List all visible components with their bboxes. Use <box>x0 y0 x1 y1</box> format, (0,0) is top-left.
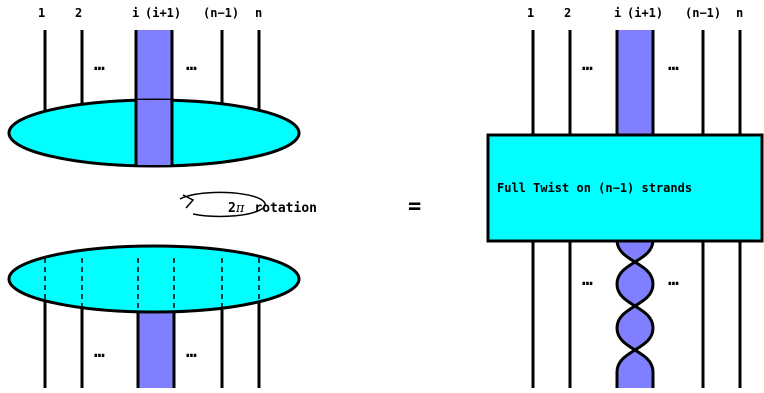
right-label-i: i <box>614 6 621 20</box>
right-top-ellipsis-right: … <box>668 54 679 75</box>
twisted-pair-fill <box>617 240 653 388</box>
right-top-ellipsis-left: … <box>582 54 593 75</box>
left-label-i1: (i+1) <box>145 6 181 20</box>
left-top-ellipsis-right: … <box>186 54 197 75</box>
left-bottom-ellipsis-right: … <box>186 341 197 362</box>
rotation-label: 2π rotation <box>228 201 317 216</box>
twisted-pair <box>615 239 655 388</box>
rotation-label-number: 2 <box>228 201 236 216</box>
full-twist-box-label: Full Twist on (n−1) strands <box>497 181 692 195</box>
left-top-ellipsis-left: … <box>94 54 105 75</box>
left-bottom-purple-band <box>138 300 174 388</box>
right-label-2: 2 <box>564 6 571 20</box>
full-twist-box <box>486 133 764 243</box>
equals-sign: = <box>408 194 421 219</box>
right-group: 1 2 i (i+1) (n−1) n … … … … Full Twist o… <box>486 6 764 388</box>
left-top-purple-over-disk <box>136 100 172 165</box>
right-top-purple-band <box>617 30 653 136</box>
rotation-label-word: rotation <box>254 201 317 216</box>
left-label-2: 2 <box>75 6 82 20</box>
right-label-n1: (n−1) <box>685 6 721 20</box>
rotation-arrowhead-icon <box>182 194 195 209</box>
rotation-indicator: 2π rotation <box>179 191 317 218</box>
left-label-i: i <box>132 6 139 20</box>
right-bottom-ellipsis-left: … <box>582 269 593 290</box>
left-label-1: 1 <box>38 6 45 20</box>
left-label-n1: (n−1) <box>203 6 239 20</box>
rotation-label-pi: π <box>235 201 245 216</box>
rotation-arc <box>179 191 266 218</box>
right-label-1: 1 <box>527 6 534 20</box>
right-label-i1: (i+1) <box>627 6 663 20</box>
left-top-group: 1 2 i (i+1) (n−1) n … … <box>7 6 301 168</box>
left-bottom-ellipsis-left: … <box>94 341 105 362</box>
twisted-strand-b <box>615 239 655 388</box>
left-bottom-disk <box>7 244 301 314</box>
right-bottom-ellipsis-right: … <box>668 269 679 290</box>
left-label-n: n <box>255 6 262 20</box>
left-bottom-group: … … <box>7 244 301 388</box>
right-label-n: n <box>736 6 743 20</box>
